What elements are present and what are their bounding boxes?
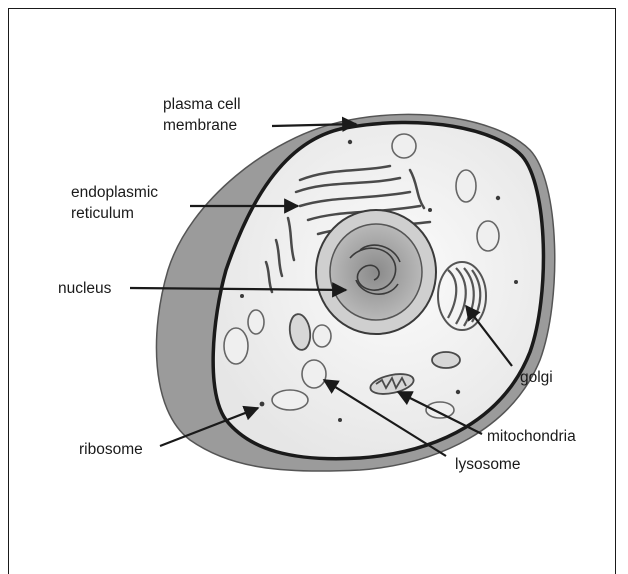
nucleus-label: nucleus [58, 279, 111, 298]
mitochondria-label: mitochondria [487, 427, 576, 446]
er-label-line1: endoplasmic [71, 183, 158, 202]
nucleus [316, 210, 436, 334]
plasma-membrane-label-line2: membrane [163, 116, 237, 135]
ribosome-label: ribosome [79, 440, 143, 459]
plasma-membrane-label-line1: plasma cell [163, 95, 241, 114]
golgi-label: golgi [520, 368, 553, 387]
lysosome-label: lysosome [455, 455, 520, 474]
er-label-line2: reticulum [71, 204, 134, 223]
